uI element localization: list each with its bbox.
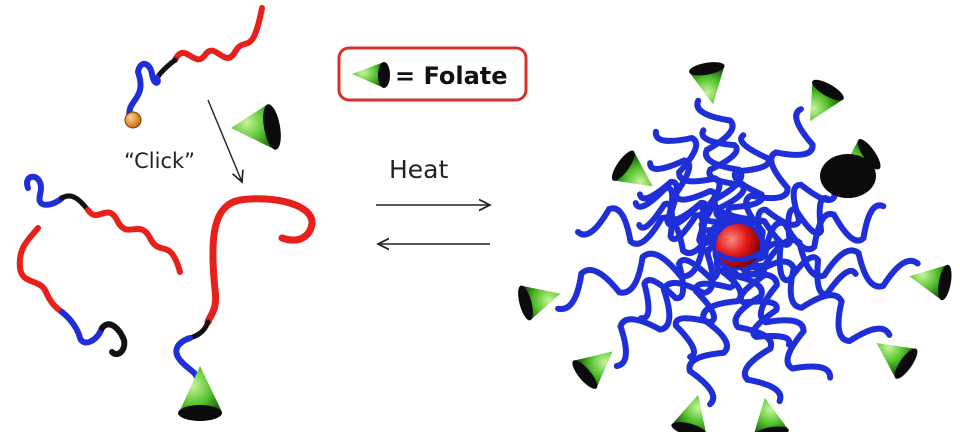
folate-micelle: [518, 62, 952, 432]
polymer-chain-1: [24, 173, 183, 275]
folate-cone-micelle: [671, 394, 707, 432]
corona-chain: [735, 202, 887, 262]
folate-cone-micelle: [611, 150, 653, 187]
polymer-clicked: [173, 195, 316, 385]
folate-cone-micelle: [689, 62, 725, 105]
folate-cone-micelle: [572, 351, 613, 389]
folate-legend: = Folate: [337, 46, 528, 102]
folate-cone-free: [231, 104, 281, 150]
folate-cone-micelle: [909, 264, 952, 301]
legend-label: = Folate: [395, 62, 508, 90]
heat-label: Heat: [389, 155, 448, 184]
polymer-unclicked: [126, 5, 265, 121]
folate-cone-micelle: [876, 342, 918, 379]
folate-cone-micelle: [518, 285, 561, 321]
folate-cone-icon: [352, 62, 390, 88]
click-label: “Click”: [124, 149, 195, 173]
click-arrow: [207, 99, 242, 182]
folate-cone-micelle: [820, 154, 876, 198]
azide-bead: [124, 111, 142, 129]
folate-cone-micelle: [810, 79, 844, 122]
folate-cone-micelle: [753, 397, 789, 432]
corona-chain: [723, 243, 793, 348]
folate-cone-attached: [178, 366, 222, 421]
polymer-chain-2: [16, 225, 128, 358]
